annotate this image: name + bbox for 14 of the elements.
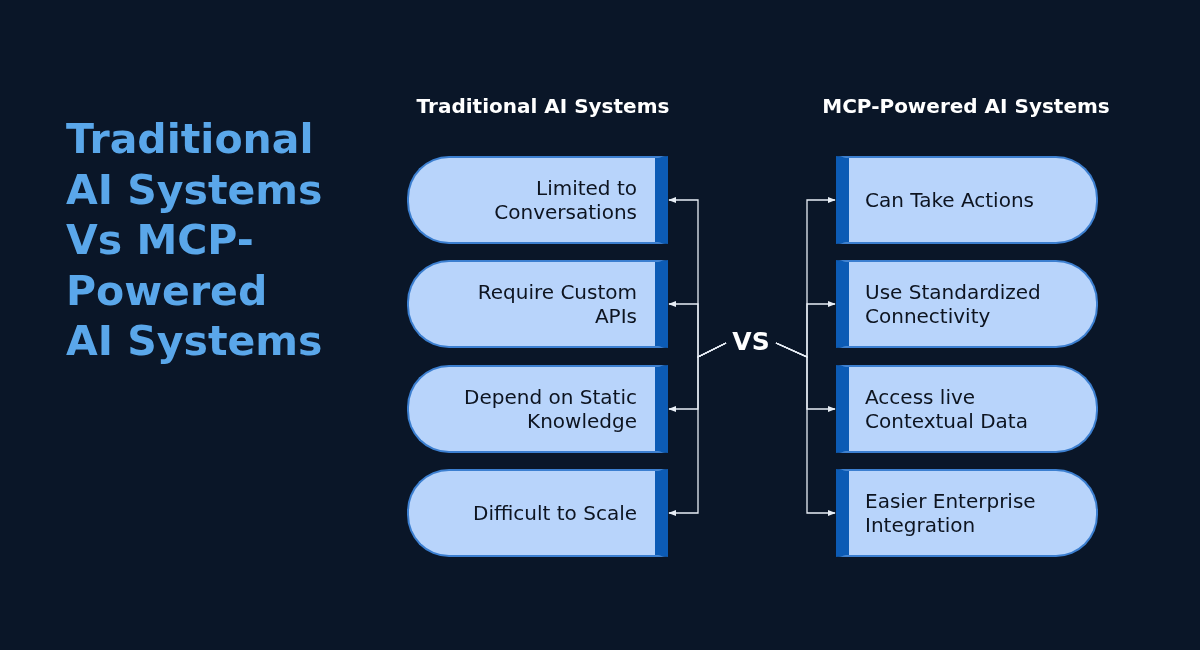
connector-arrow (775, 342, 836, 517)
comparison-box: Depend on Static Knowledge (407, 365, 668, 453)
comparison-box: Difficult to Scale (407, 469, 668, 557)
title: Traditional AI Systems Vs MCP-Powered AI Systems (66, 114, 324, 367)
comparison-box: Can Take Actions (836, 156, 1098, 244)
vs-label: VS (728, 322, 774, 360)
connector-arrow (668, 342, 727, 517)
column-heading: MCP-Powered AI Systems (821, 94, 1111, 118)
comparison-box: Access live Contextual Data (836, 365, 1098, 453)
column-heading: Traditional AI Systems (415, 94, 671, 118)
comparison-box: Easier Enterprise Integration (836, 469, 1098, 557)
comparison-box: Require Custom APIs (407, 260, 668, 348)
comparison-box: Limited to Conversations (407, 156, 668, 244)
comparison-box: Use Standardized Connectivity (836, 260, 1098, 348)
